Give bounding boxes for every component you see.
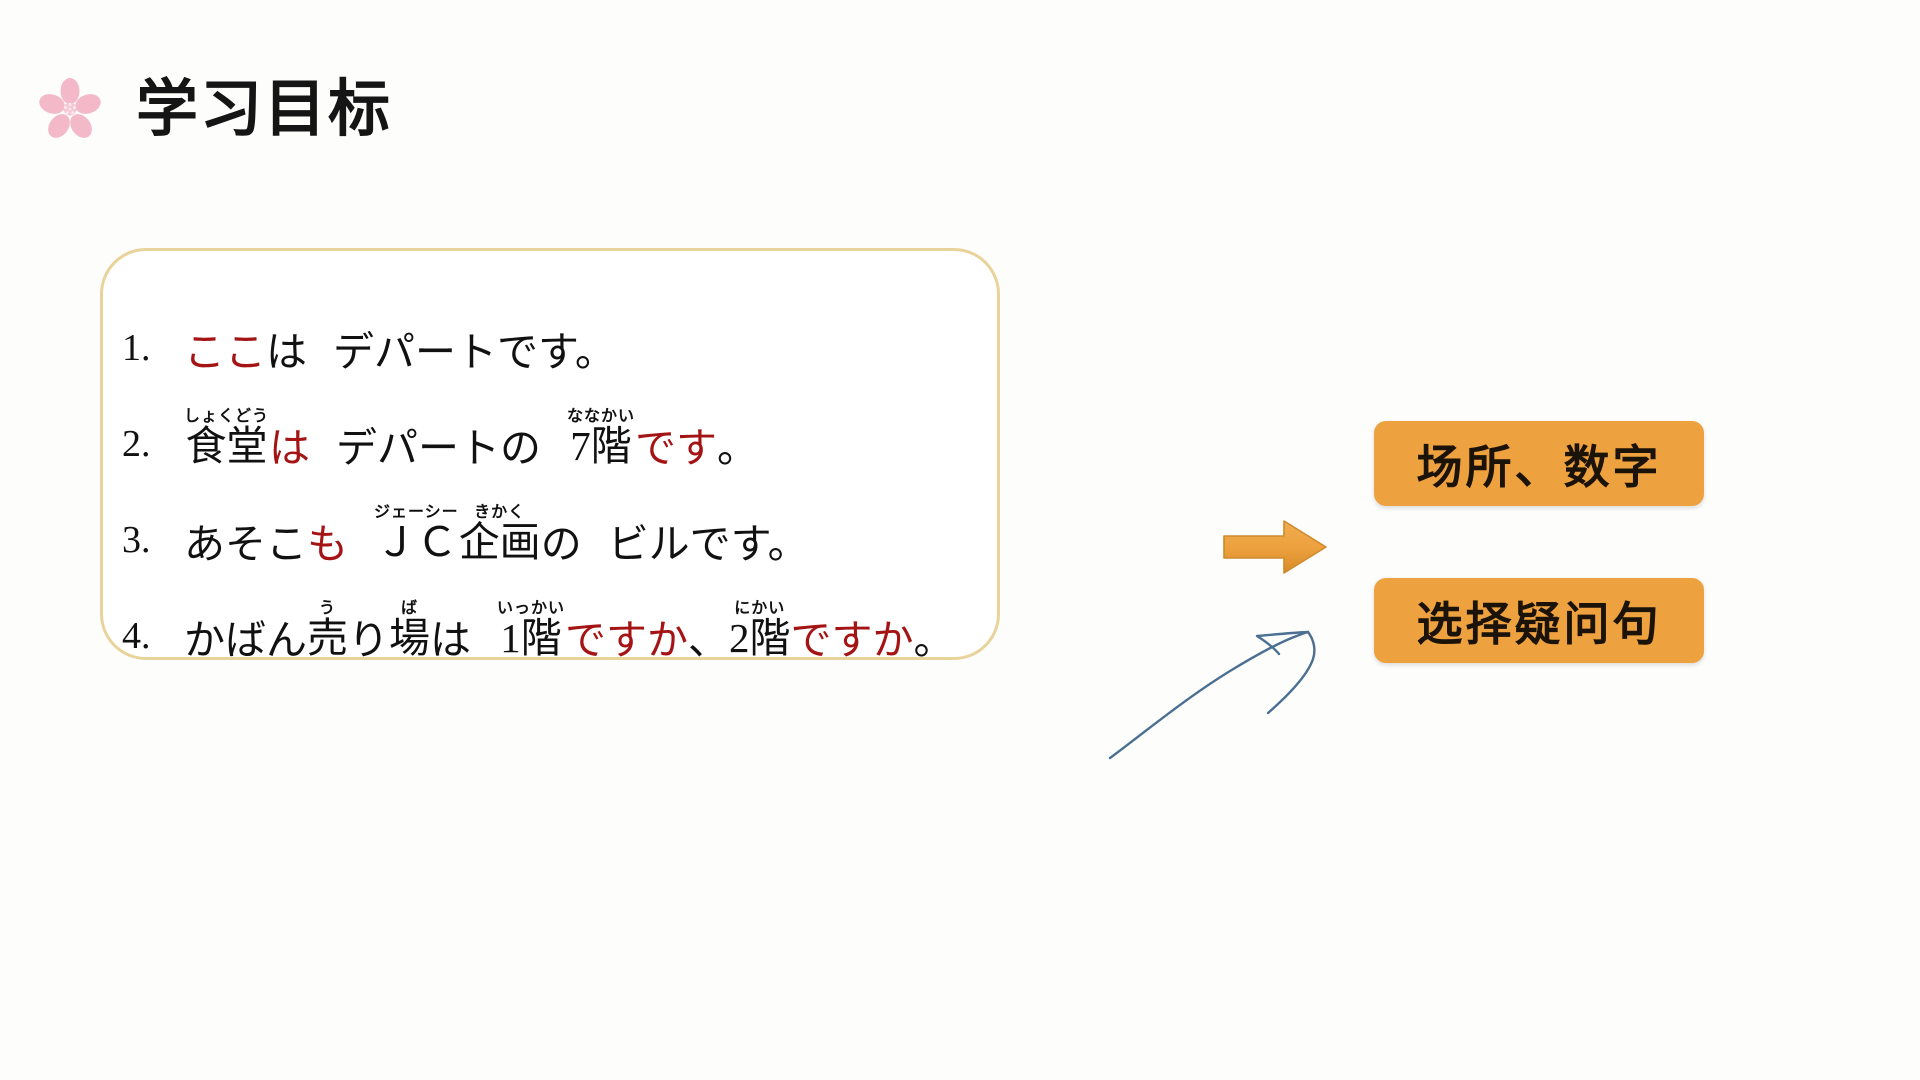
ruby-base: 2階 — [729, 615, 791, 661]
ruby-base: 食堂 — [184, 423, 269, 469]
ruby-base: 場 — [389, 615, 430, 661]
text-segment: あそこ — [184, 520, 307, 567]
ruby-base: 売 — [307, 615, 348, 661]
text-segment: かばん — [184, 616, 307, 663]
ruby-group: 場ば — [389, 600, 430, 662]
ruby-group: 食堂しょくどう — [184, 408, 269, 470]
text-segment: 。 — [913, 616, 955, 663]
page-title: 学习目标 — [136, 75, 393, 144]
furigana: にかい — [729, 600, 791, 617]
ruby-group: 7階ななかい — [567, 408, 635, 470]
furigana: ジェーシー — [374, 504, 459, 521]
curved-arrow-icon — [1100, 600, 1350, 765]
sentence-number: 3. — [122, 519, 151, 561]
text-segment: は — [430, 616, 471, 663]
highlight-segment: も — [307, 520, 348, 567]
highlight-segment: は — [269, 424, 311, 471]
highlight-segment: です — [635, 424, 718, 471]
text-segment: の — [540, 520, 582, 567]
right-arrow-icon — [1222, 518, 1330, 576]
sentence-text: 食堂しょくどうはデパートの 7階ななかいです。 — [184, 408, 758, 470]
ruby-base: 7階 — [567, 423, 636, 469]
text-segment: デパートの — [336, 424, 542, 471]
highlight-segment: ですか — [790, 616, 914, 663]
sentence-number: 1. — [122, 327, 151, 369]
sentence-line: 3. あそこも ＪＣジェーシー企画きかくのビルです。 — [112, 470, 1004, 566]
tag-label: 场所、数字 — [1416, 441, 1662, 493]
ruby-group: ＪＣジェーシー — [374, 504, 459, 566]
sentence-text: あそこも ＪＣジェーシー企画きかくのビルです。 — [184, 504, 809, 566]
ruby-base: ＪＣ — [374, 519, 459, 565]
ruby-base: 企画 — [458, 519, 541, 565]
sentence-number: 4. — [122, 615, 151, 657]
furigana: しょくどう — [184, 408, 270, 425]
ruby-group: 2階にかい — [729, 600, 791, 662]
ruby-group: 企画きかく — [459, 504, 541, 566]
furigana: ななかい — [567, 408, 636, 425]
ruby-group: 売う — [307, 600, 348, 662]
tag-box-location-number[interactable]: 场所、数字 — [1374, 421, 1704, 506]
sentence-line: 2. 食堂しょくどうはデパートの 7階ななかいです。 — [112, 374, 1004, 470]
sentence-box-frame — [100, 248, 1000, 660]
furigana: いっかい — [497, 600, 566, 617]
sentence-line: 1. ここはデパートです。 — [112, 278, 1004, 374]
ruby-group: 1階いっかい — [497, 600, 565, 662]
tag-box-alternative-question[interactable]: 选择疑问句 — [1374, 578, 1704, 663]
highlight-segment: ですか — [565, 616, 689, 663]
sakura-blossom-icon — [38, 78, 102, 142]
furigana: ば — [389, 600, 430, 617]
text-segment: デパートです。 — [333, 328, 616, 375]
text-segment: り — [348, 616, 389, 663]
text-segment: は — [266, 328, 307, 375]
furigana: きかく — [458, 504, 541, 521]
ruby-base: 1階 — [497, 615, 565, 661]
highlight-segment: ここ — [184, 328, 266, 375]
tag-label: 选择疑问句 — [1416, 598, 1662, 650]
text-segment: ビルです。 — [607, 520, 809, 567]
sentence-text: ここはデパートです。 — [184, 328, 616, 375]
text-segment: 。 — [717, 424, 759, 471]
text-segment: 、 — [688, 616, 730, 663]
page-title-row: 学习目标 — [38, 78, 392, 142]
sentence-number: 2. — [122, 423, 151, 465]
furigana: う — [307, 600, 348, 617]
